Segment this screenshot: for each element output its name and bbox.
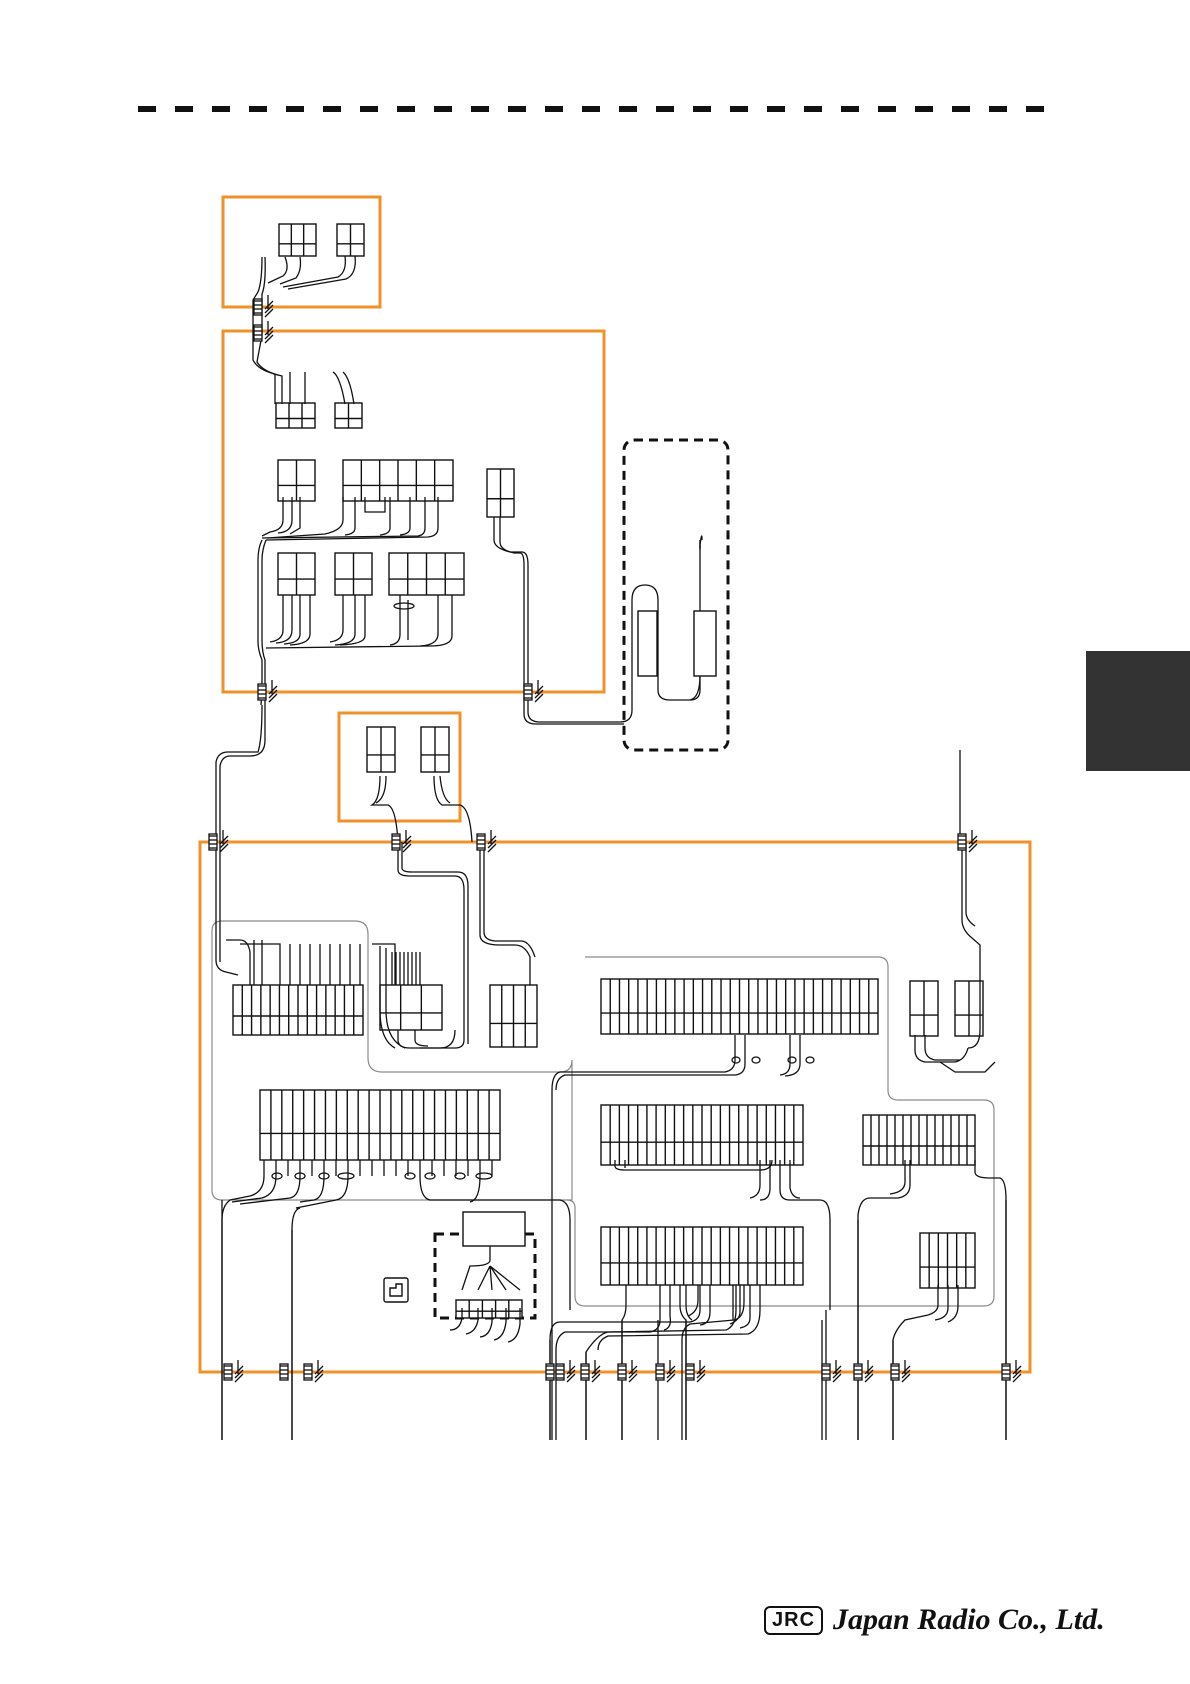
terminal-main-e bbox=[910, 981, 938, 1036]
terminal-main-j bbox=[601, 1227, 803, 1285]
footer-logo: JRC Japan Radio Co., Ltd. bbox=[764, 1600, 1105, 1640]
terminal-upper-a bbox=[276, 403, 315, 428]
terminal-top-b bbox=[337, 224, 364, 256]
junction-box bbox=[463, 1212, 525, 1246]
cable-gland bbox=[546, 1364, 554, 1380]
terminal-main-h bbox=[601, 1105, 803, 1165]
connectors bbox=[209, 295, 1021, 1382]
terminal-main-b bbox=[380, 985, 442, 1030]
terminal-upper-h bbox=[389, 553, 464, 595]
terminal-upper-d bbox=[343, 460, 453, 501]
company-name: Japan Radio Co., Ltd. bbox=[833, 1603, 1105, 1637]
terminal-blocks bbox=[233, 224, 983, 1318]
terminal-main-d bbox=[601, 979, 878, 1034]
optional-component-b bbox=[694, 611, 716, 676]
terminal-upper-b bbox=[335, 403, 362, 428]
terminal-upper-f bbox=[278, 553, 315, 595]
cable-gland bbox=[280, 1364, 288, 1380]
terminal-main-f bbox=[955, 981, 983, 1036]
terminal-middle-b bbox=[421, 727, 449, 772]
terminal-main-i bbox=[863, 1115, 975, 1165]
terminal-main-a bbox=[233, 985, 363, 1035]
optional-component-a bbox=[638, 611, 657, 676]
terminal-top-a bbox=[279, 224, 316, 256]
terminal-main-g bbox=[260, 1090, 500, 1160]
jrc-badge: JRC bbox=[764, 1606, 823, 1635]
terminal-middle-a bbox=[367, 727, 395, 772]
terminal-upper-g bbox=[335, 553, 372, 595]
fuse-holder bbox=[384, 1278, 408, 1302]
section-tab bbox=[1086, 651, 1190, 771]
optional-unit-right bbox=[624, 440, 728, 750]
terminal-upper-e bbox=[487, 469, 514, 517]
terminal-main-c bbox=[490, 985, 537, 1047]
terminal-main-k bbox=[920, 1233, 975, 1288]
terminal-upper-c bbox=[278, 460, 315, 501]
terminal-optional bbox=[456, 1300, 522, 1318]
